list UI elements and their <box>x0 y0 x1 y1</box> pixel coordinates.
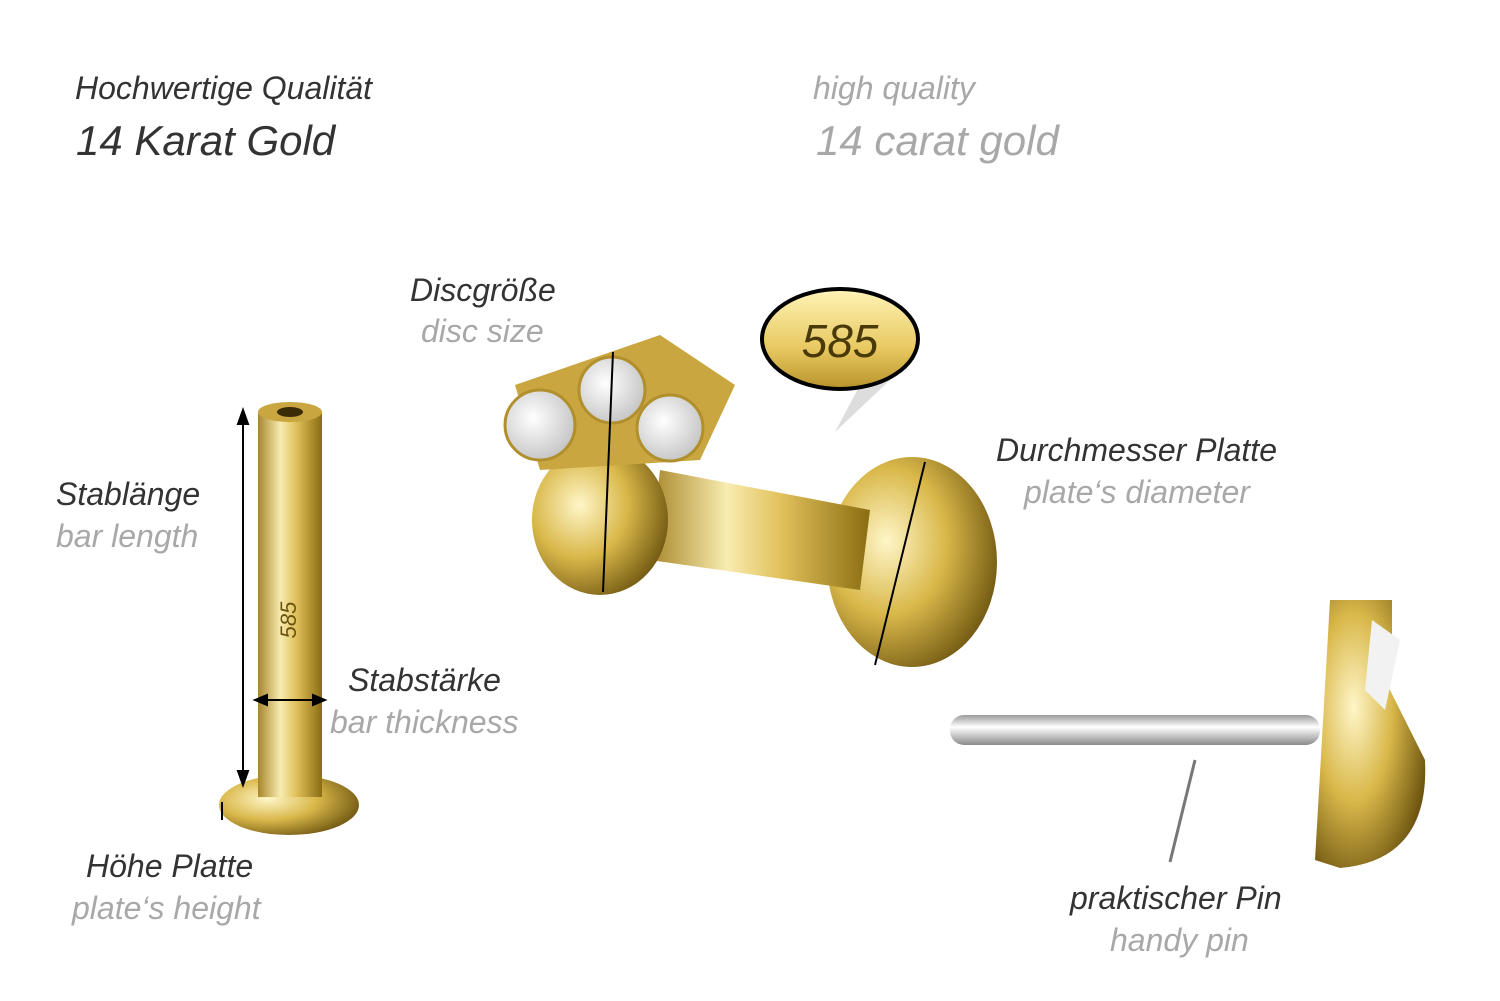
plate-height-de: Höhe Platte <box>86 848 254 884</box>
plate-diameter-en: plate‘s diameter <box>1024 474 1250 510</box>
bar-stamp-text: 585 <box>276 601 301 638</box>
pin-pointer-line <box>1168 759 1197 863</box>
bar-length-de: Stablänge <box>56 476 201 512</box>
header-de-line1: Hochwertige Qualität <box>75 70 373 106</box>
plate-height-en: plate‘s height <box>72 890 261 926</box>
bar-thickness-de: Stabstärke <box>348 662 501 698</box>
stamp-bubble-pointer <box>835 380 890 432</box>
handy-pin-en: handy pin <box>1110 922 1249 958</box>
bar-thickness-en: bar thickness <box>330 704 519 740</box>
disc-size-en: disc size <box>421 313 544 349</box>
stamp-bubble <box>760 287 920 391</box>
stamp-text: 585 <box>802 315 879 367</box>
labret-bar <box>219 402 359 835</box>
header-de-line2: 14 Karat Gold <box>76 117 336 164</box>
disc-size-de: Discgröße <box>410 272 556 308</box>
handy-pin-de: praktischer Pin <box>1070 880 1282 916</box>
header-en-line2: 14 carat gold <box>816 117 1059 164</box>
dimension-arrows <box>221 407 328 820</box>
main-piece <box>503 335 997 667</box>
disc-arrows <box>602 351 926 666</box>
bar-length-en: bar length <box>56 518 199 554</box>
plate-diameter-de: Durchmesser Platte <box>996 432 1277 468</box>
header-en-line1: high quality <box>813 70 975 106</box>
pin-piece <box>950 600 1426 868</box>
